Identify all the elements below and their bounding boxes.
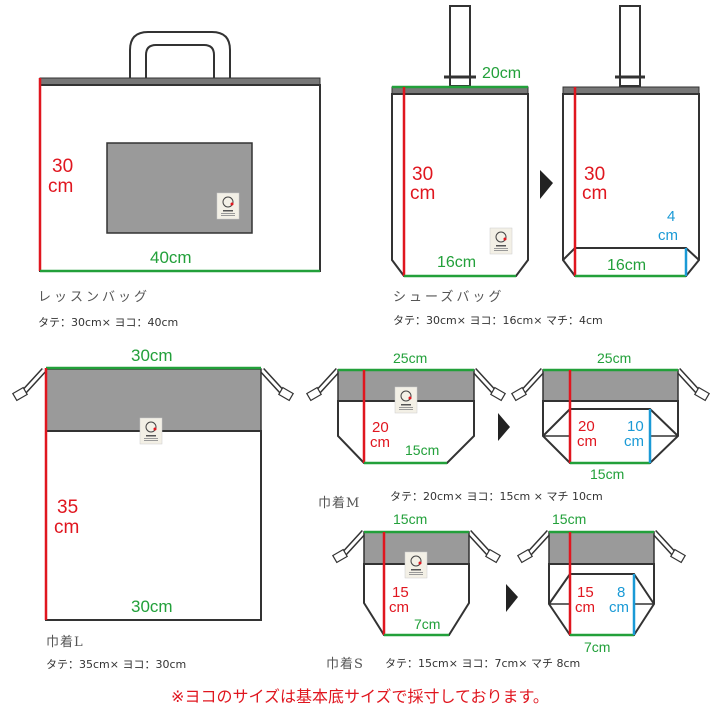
shoes-bag-name: シューズバッグ: [393, 290, 505, 305]
kinchaku-l-height-num: 35: [57, 497, 78, 518]
lesson-bag-spec: タテ：30cm× ヨコ：40cm: [38, 316, 179, 329]
kinchaku-s-name: 巾着S: [326, 657, 364, 672]
kinchaku-s-gusset-bottom-width: 7cm: [584, 639, 610, 655]
kinchaku-m-name: 巾着M: [318, 496, 361, 511]
kinchaku-m-gusset-unit: cm: [624, 433, 644, 450]
kinchaku-m-height-num: 20: [372, 419, 389, 436]
kinchaku-s-height-unit: cm: [389, 599, 409, 616]
kinchaku-s-diagram-flat: [333, 532, 500, 637]
kinchaku-s-diagram-gusset: [518, 532, 685, 637]
shoes-gusset-height-unit: cm: [582, 183, 607, 204]
kinchaku-l-spec: タテ：35cm× ヨコ：30cm: [46, 658, 187, 671]
kinchaku-m-height-unit: cm: [370, 434, 390, 451]
kinchaku-l-name: 巾着L: [46, 635, 84, 650]
kinchaku-m-diagram-gusset: [512, 370, 709, 465]
kinchaku-s-gusset-num: 8: [617, 584, 625, 601]
shoes-bag-diagram-gusset: [562, 5, 700, 278]
kinchaku-m-gusset-height-unit: cm: [577, 433, 597, 450]
lesson-height-unit: cm: [48, 176, 73, 197]
shoes-height-num: 30: [412, 164, 433, 185]
shoes-gusset-unit: cm: [658, 227, 678, 244]
shoes-bag-spec: タテ：30cm× ヨコ：16cm× マチ：4cm: [393, 314, 603, 327]
kinchaku-m-diagram-flat: [307, 370, 505, 465]
lesson-width: 40cm: [150, 248, 192, 267]
kinchaku-s-gusset-height-num: 15: [577, 584, 594, 601]
lesson-height-num: 30: [52, 156, 73, 177]
lesson-bag-name: レッスンバッグ: [38, 290, 151, 305]
shoes-top-width: 20cm: [482, 65, 521, 82]
shoes-gusset-bottom-width: 16cm: [607, 257, 646, 274]
kinchaku-s-gusset-height-unit: cm: [575, 599, 595, 616]
kinchaku-l-bottom-width: 30cm: [131, 597, 173, 616]
kinchaku-l-height-unit: cm: [54, 517, 79, 538]
kinchaku-m-bottom-width: 15cm: [405, 442, 439, 458]
shoes-bag-diagram-flat: [391, 5, 529, 278]
kinchaku-m-spec: タテ：20cm× ヨコ：15cm × マチ 10cm: [390, 490, 603, 503]
shoes-gusset-num: 4: [667, 208, 675, 225]
kinchaku-l-diagram: [13, 366, 293, 621]
lesson-bag-diagram: [38, 31, 321, 273]
shoes-height-unit: cm: [410, 183, 435, 204]
kinchaku-s-gusset-unit: cm: [609, 599, 629, 616]
kinchaku-m-gusset-bottom-width: 15cm: [590, 466, 624, 482]
kinchaku-s-gusset-top-width: 15cm: [552, 511, 586, 527]
footnote: ※ヨコのサイズは基本底サイズで採寸しております。: [171, 687, 549, 706]
arrow-right-icon: [540, 170, 553, 199]
shoes-gusset-height-num: 30: [584, 164, 605, 185]
kinchaku-m-gusset-num: 10: [627, 418, 644, 435]
kinchaku-s-top-width: 15cm: [393, 511, 427, 527]
kinchaku-m-gusset-top-width: 25cm: [597, 350, 631, 366]
kinchaku-s-bottom-width: 7cm: [414, 616, 440, 632]
kinchaku-s-height-num: 15: [392, 584, 409, 601]
shoes-bottom-width: 16cm: [437, 254, 476, 271]
kinchaku-m-top-width: 25cm: [393, 350, 427, 366]
arrow-right-icon: [498, 413, 510, 441]
kinchaku-s-spec: タテ：15cm× ヨコ：7cm× マチ 8cm: [385, 657, 581, 670]
kinchaku-m-gusset-height-num: 20: [578, 418, 595, 435]
kinchaku-l-top-width: 30cm: [131, 346, 173, 365]
arrow-right-icon: [506, 584, 518, 612]
